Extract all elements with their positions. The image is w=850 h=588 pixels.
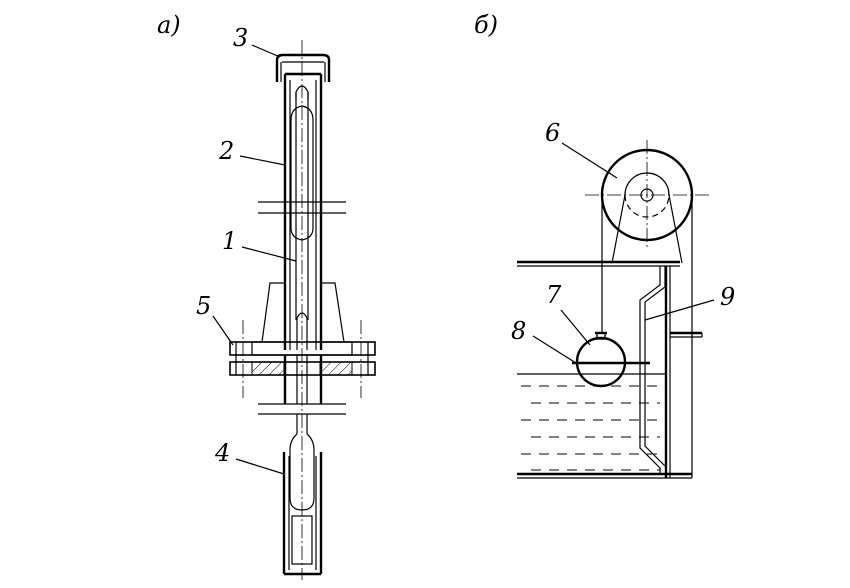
callout-4: 4 bbox=[214, 439, 230, 467]
callout-9: 9 bbox=[720, 283, 735, 311]
callout-3: 3 bbox=[233, 24, 248, 52]
panel-b-drawing bbox=[517, 140, 715, 479]
callout-7: 7 bbox=[546, 281, 562, 309]
panel-b-label: б) bbox=[474, 11, 498, 39]
callout-5: 5 bbox=[196, 292, 211, 320]
callout-8: 8 bbox=[511, 317, 526, 345]
thermometer-cap bbox=[275, 53, 331, 82]
callout-1: 1 bbox=[222, 227, 237, 255]
thermometer-bulb-lower bbox=[289, 433, 315, 511]
flange-bottom bbox=[229, 361, 376, 376]
thermometer-bulb-upper bbox=[290, 105, 314, 241]
flange-top bbox=[229, 341, 376, 356]
panel-a-label: а) bbox=[157, 11, 181, 39]
panel-a-drawing bbox=[212, 40, 376, 580]
callout-2: 2 bbox=[218, 137, 234, 165]
callout-6: 6 bbox=[545, 119, 560, 147]
